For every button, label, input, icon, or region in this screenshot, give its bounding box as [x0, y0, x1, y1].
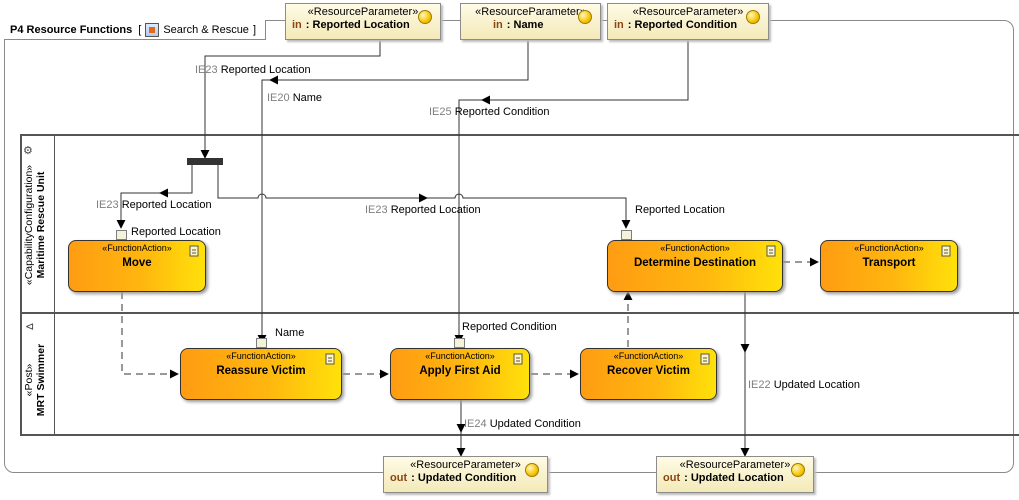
parameter-icon	[791, 463, 805, 477]
bracket-open: [	[138, 23, 142, 36]
action-recover-victim[interactable]: «FunctionAction» Recover Victim	[580, 348, 717, 400]
edge-ie23-move	[116, 165, 193, 229]
param-name-row: out: Updated Location	[657, 472, 813, 484]
param-reported-location[interactable]: «ResourceParameter» in: Reported Locatio…	[285, 3, 441, 40]
flow-label-ie23-input: IE23 Reported Location	[195, 64, 311, 76]
diagram-title: P4 Resource Functions	[10, 23, 133, 36]
parameter-icon	[525, 463, 539, 477]
parameter-icon	[578, 10, 592, 24]
param-name: : Updated Location	[684, 472, 784, 484]
post-icon: ⊲	[25, 321, 35, 333]
function-action-icon	[325, 353, 335, 365]
action-stereotype: «FunctionAction»	[226, 351, 296, 361]
edge-ie23-determine	[217, 165, 631, 229]
param-name-row: in: Reported Condition	[608, 19, 768, 31]
param-name-row: in: Name	[461, 19, 600, 31]
param-stereotype: «ResourceParameter»	[307, 6, 419, 18]
edge-ie23-input	[200, 39, 381, 159]
pin-firstaid-input[interactable]	[454, 338, 465, 348]
lane-divider-bottom	[20, 434, 1019, 436]
param-updated-location[interactable]: «ResourceParameter» out: Updated Locatio…	[656, 456, 814, 493]
flow-label-ie23-move: IE23 Reported Location	[96, 199, 212, 211]
pin-determine-input[interactable]	[621, 230, 632, 240]
edge-ie25-condition	[454, 39, 689, 344]
param-direction: out	[663, 472, 681, 484]
param-stereotype: «ResourceParameter»	[410, 459, 521, 471]
diagram-frame-header: P4 Resource Functions [ Search & Rescue …	[4, 20, 266, 40]
action-transport[interactable]: «FunctionAction» Transport	[820, 240, 958, 292]
action-name: Transport	[862, 257, 916, 269]
pin-label-determine: Reported Location	[635, 204, 725, 216]
pin-label-firstaid: Reported Condition	[462, 321, 557, 333]
action-determine-destination[interactable]: «FunctionAction» Determine Destination	[607, 240, 783, 292]
function-action-icon	[700, 353, 710, 365]
param-name: : Reported Condition	[627, 19, 738, 31]
bracket-close: ]	[252, 23, 256, 36]
action-stereotype: «FunctionAction»	[854, 243, 924, 253]
function-action-icon	[941, 245, 951, 257]
param-name: : Reported Location	[305, 19, 410, 31]
lane-header-column	[20, 134, 55, 436]
flow-label-ie22: IE22 Updated Location	[748, 379, 860, 391]
param-stereotype: «ResourceParameter»	[475, 6, 586, 18]
control-move-reassure	[121, 292, 179, 379]
action-stereotype: «FunctionAction»	[425, 351, 495, 361]
lane-divider-top	[20, 134, 1019, 136]
action-name: Apply First Aid	[419, 365, 501, 377]
action-reassure-victim[interactable]: «FunctionAction» Reassure Victim	[180, 348, 342, 400]
activity-diagram-icon	[145, 22, 160, 37]
param-direction: in	[614, 19, 624, 31]
param-name-row: out: Updated Condition	[384, 472, 547, 484]
param-direction: in	[292, 19, 302, 31]
action-name: Recover Victim	[607, 365, 690, 377]
param-direction: out	[390, 472, 408, 484]
flow-label-ie25: IE25 Reported Condition	[429, 106, 550, 118]
parameter-icon	[418, 10, 432, 24]
function-action-icon	[513, 353, 523, 365]
action-move[interactable]: «FunctionAction» Move	[68, 240, 206, 292]
flow-label-ie20: IE20 Name	[267, 92, 323, 104]
edge-ie20-name	[257, 39, 529, 344]
flow-label-ie23-determine: IE23 Reported Location	[365, 204, 481, 216]
action-stereotype: «FunctionAction»	[102, 243, 172, 253]
param-updated-condition[interactable]: «ResourceParameter» out: Updated Conditi…	[383, 456, 548, 493]
action-name: Determine Destination	[633, 257, 757, 269]
param-name[interactable]: «ResourceParameter» in: Name	[460, 3, 601, 40]
param-name: : Updated Condition	[411, 472, 517, 484]
action-name: Move	[122, 257, 152, 269]
action-apply-first-aid[interactable]: «FunctionAction» Apply First Aid	[390, 348, 530, 400]
param-name-row: in: Reported Location	[286, 19, 440, 31]
function-action-icon	[766, 245, 776, 257]
action-name: Reassure Victim	[216, 365, 306, 377]
flow-label-ie24: IE24 Updated Condition	[464, 418, 581, 430]
pin-label-move: Reported Location	[131, 226, 221, 238]
action-stereotype: «FunctionAction»	[660, 243, 730, 253]
capability-configuration-icon: ⚙	[23, 145, 33, 157]
pin-move-input[interactable]	[116, 230, 127, 240]
param-direction: in	[493, 19, 503, 31]
pin-reassure-input[interactable]	[256, 338, 267, 348]
behavior-reference[interactable]: [ Search & Rescue ]	[138, 22, 256, 37]
param-stereotype: «ResourceParameter»	[679, 459, 791, 471]
behavior-name: Search & Rescue	[163, 23, 249, 36]
function-action-icon	[189, 245, 199, 257]
param-stereotype: «ResourceParameter»	[632, 6, 744, 18]
fork-node[interactable]	[187, 158, 223, 165]
parameter-icon	[746, 10, 760, 24]
action-stereotype: «FunctionAction»	[613, 351, 684, 361]
param-name: : Name	[506, 19, 544, 31]
pin-label-reassure: Name	[275, 327, 305, 339]
param-reported-condition[interactable]: «ResourceParameter» in: Reported Conditi…	[607, 3, 769, 40]
lane-divider-middle	[20, 312, 1019, 314]
